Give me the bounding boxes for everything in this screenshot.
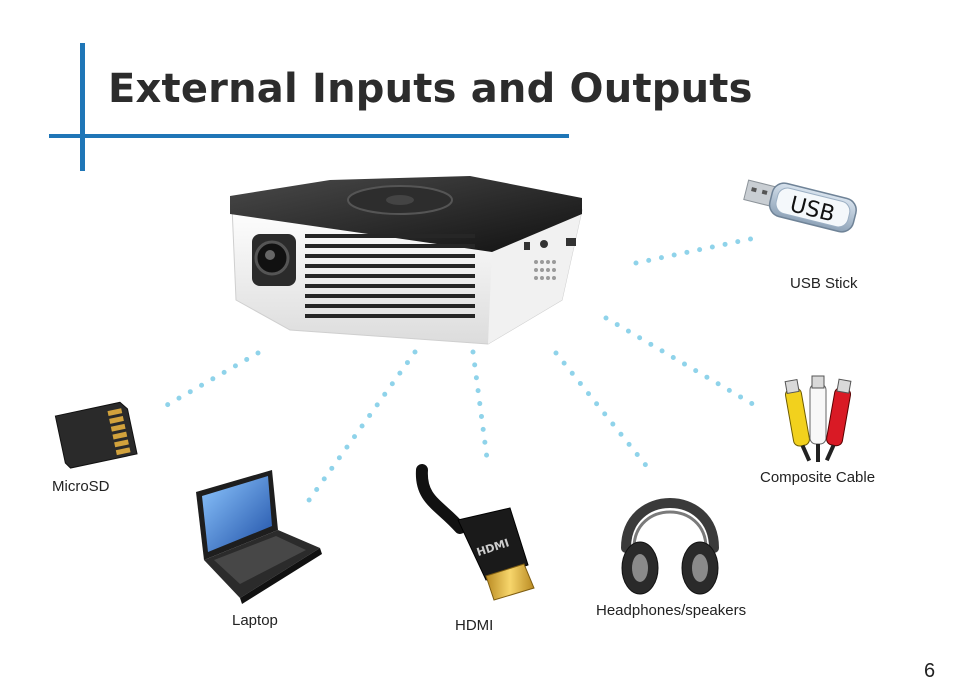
usb-stick-icon: USB [743, 179, 857, 233]
headphones-icon [621, 498, 719, 595]
composite-cable-label: Composite Cable [760, 469, 876, 486]
page-title: External Inputs and Outputs [108, 66, 753, 112]
projector-icon [230, 176, 583, 345]
microsd-card-icon [54, 401, 138, 469]
laptop-label: Laptop [232, 612, 278, 629]
headphones-label: Headphones/speakers [596, 602, 747, 619]
composite-cable-icon [784, 375, 852, 462]
hdmi-cable-icon: HDMI [415, 464, 535, 601]
microsd-label: MicroSD [52, 478, 110, 495]
laptop-icon [196, 470, 322, 604]
accent-horizontal-bar [49, 134, 569, 138]
accent-vertical-bar [80, 43, 85, 171]
page-number: 6 [924, 660, 936, 682]
usb-stick-label: USB Stick [790, 275, 858, 292]
hdmi-label: HDMI [455, 617, 494, 634]
connector-dots [157, 234, 763, 513]
